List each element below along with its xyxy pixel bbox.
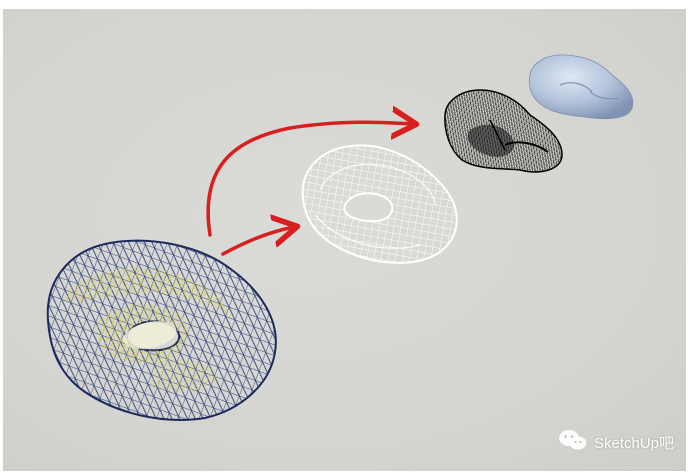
solid-model-blue: [529, 55, 633, 119]
arrow-short: [223, 227, 294, 254]
watermark-text: SketchUp吧: [594, 432, 674, 453]
watermark: SketchUp吧: [558, 428, 674, 457]
wechat-icon: [558, 428, 588, 457]
wireframe-torus-blue: [48, 241, 276, 420]
wireframe-ring-white: [303, 145, 457, 262]
